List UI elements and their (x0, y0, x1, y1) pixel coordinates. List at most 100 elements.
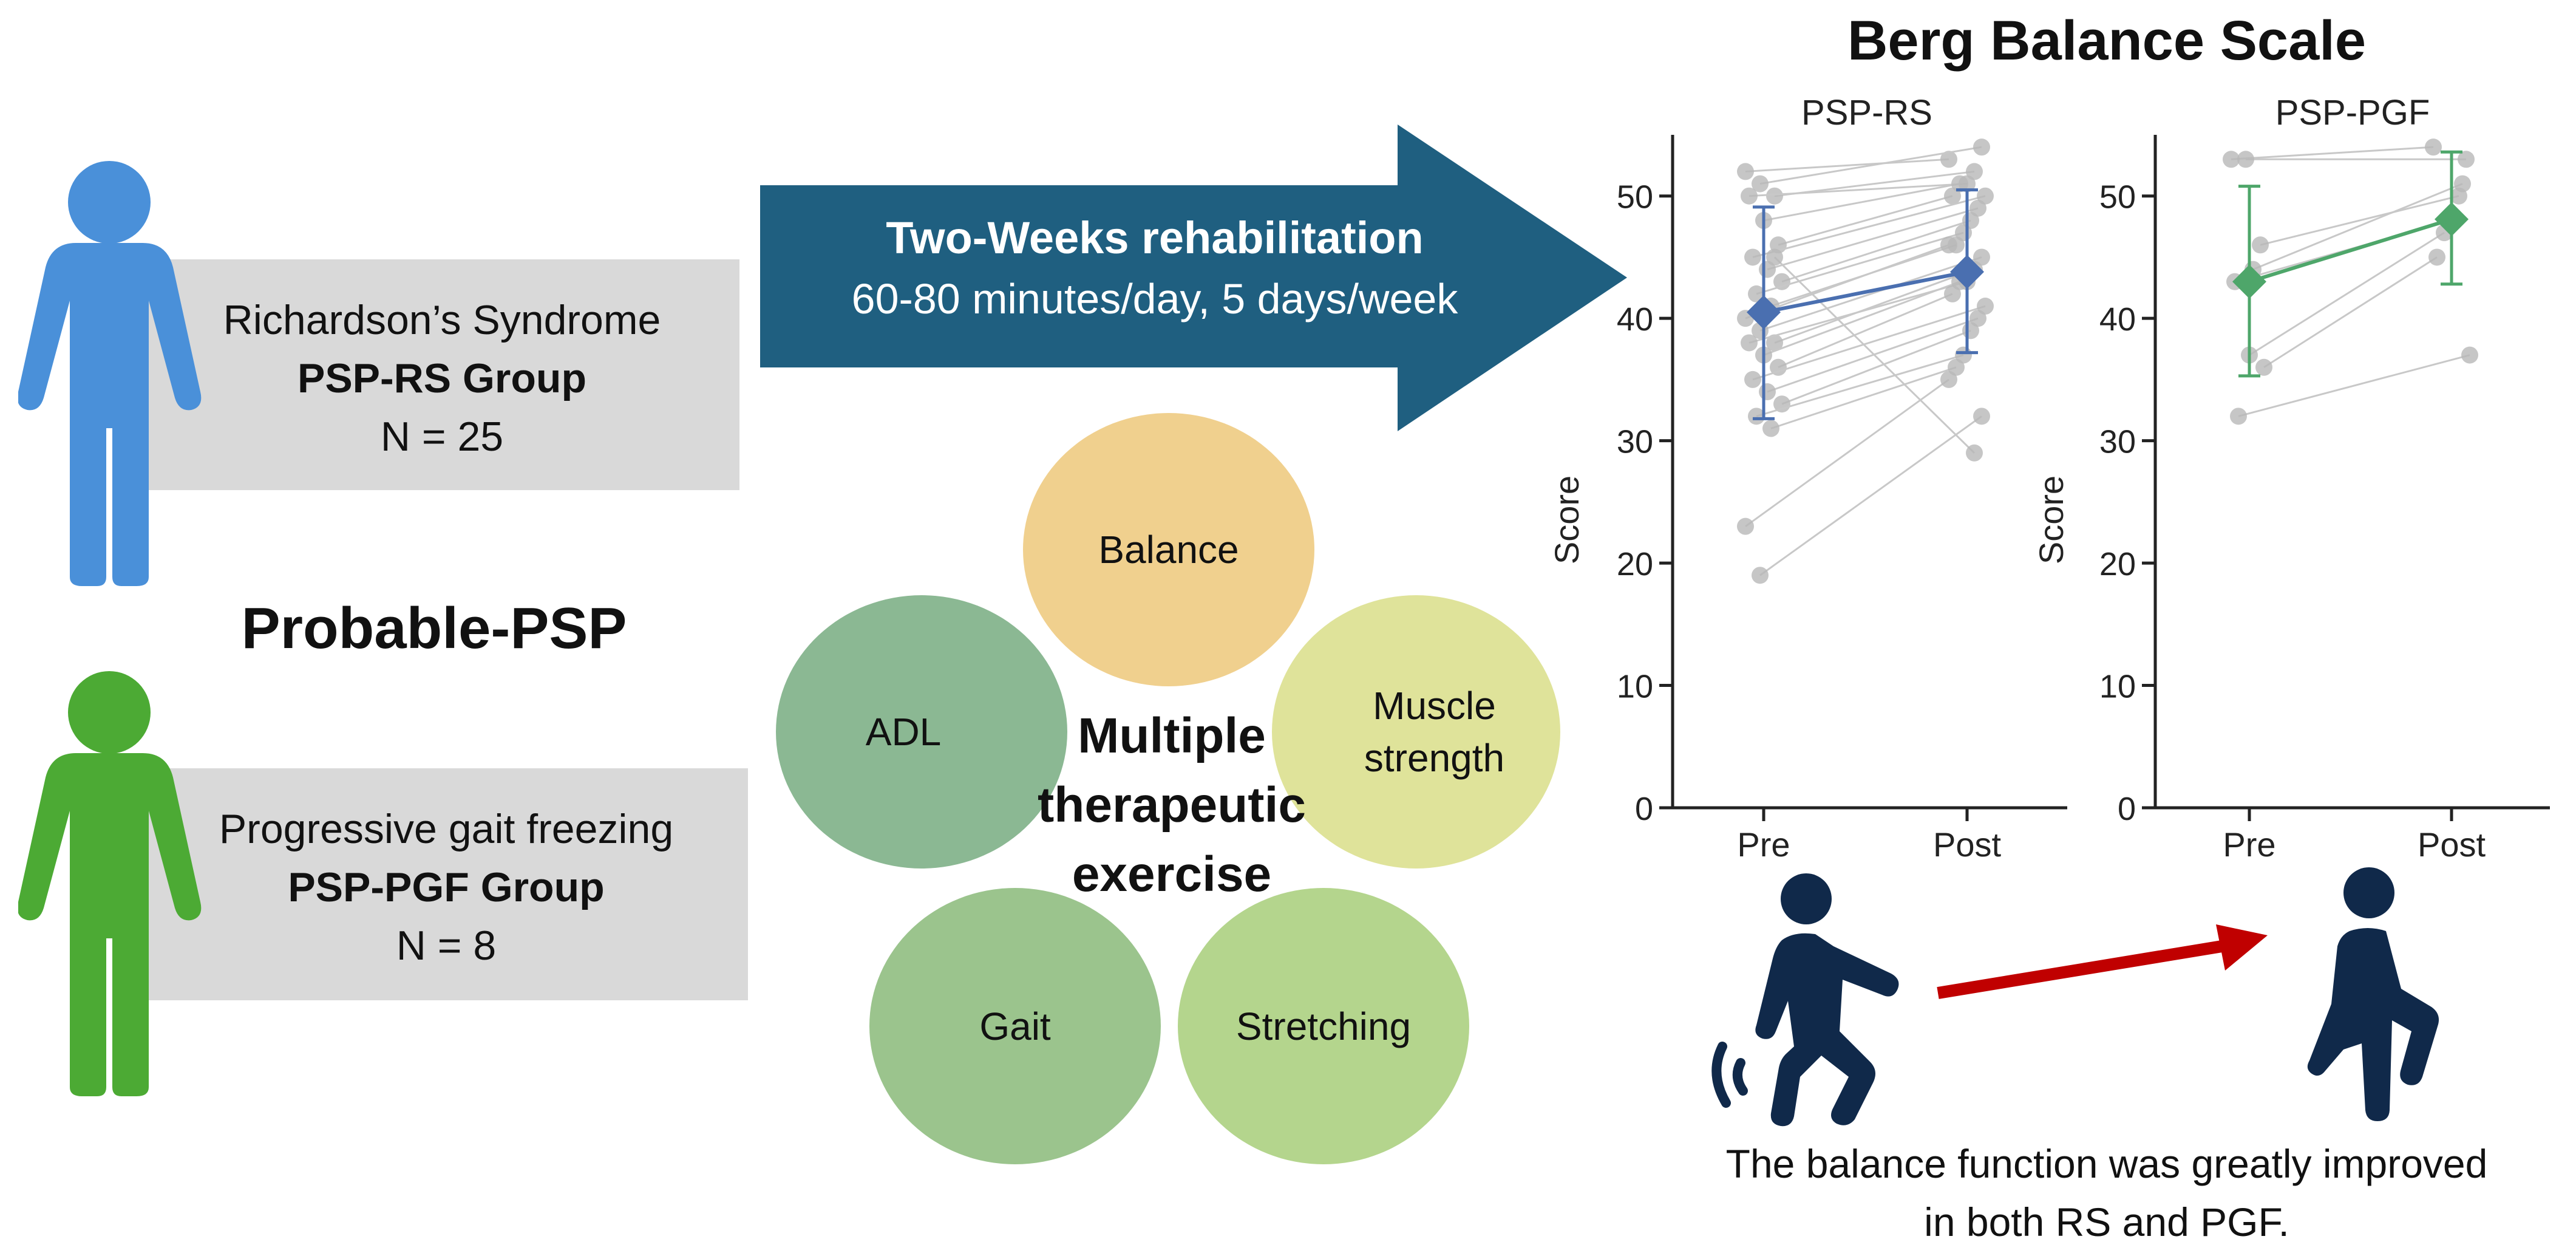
gait-label: Gait (979, 1004, 1051, 1048)
rs-subject-line (1745, 244, 1949, 319)
blue-person-icon (18, 161, 202, 586)
stretching-circle: Stretching (1178, 888, 1469, 1164)
rs-y-tick-label: 20 (1617, 546, 1653, 582)
wobbling-person-icon (1711, 873, 1899, 1127)
rs-subject-dot (1741, 187, 1758, 205)
pgf-y-tick-label: 0 (2118, 791, 2136, 827)
psp-pgf-count: N = 8 (396, 923, 497, 969)
psp-rs-group-label: PSP-RS Group (297, 355, 587, 401)
rs-mean-marker (1747, 295, 1781, 330)
pgf-subject-dot (2428, 248, 2445, 266)
adl-circle: ADL (776, 595, 1067, 869)
rs-y-tick-label: 0 (1635, 791, 1653, 827)
rs-y-tick-label: 30 (1617, 424, 1653, 460)
rs-subject-dot (1940, 236, 1957, 254)
adl-label: ADL (865, 710, 942, 754)
rs-subject-line (1752, 195, 1986, 258)
rs-subject-line (1756, 231, 1964, 295)
rehabilitation-title: Two-Weeks rehabilitation (886, 213, 1424, 263)
rs-subject-dot (1752, 175, 1769, 193)
pgf-subject-line (2260, 195, 2459, 246)
rs-subject-line (1778, 293, 1953, 369)
pgf-y-axis-label: Score (2032, 476, 2070, 564)
pgf-y-tick-label: 40 (2099, 301, 2136, 338)
rs-subject-line (1774, 268, 1975, 344)
psp-rs-count: N = 25 (380, 414, 504, 460)
rs-y-tick-label: 10 (1617, 669, 1653, 705)
rs-subject-dot (1966, 444, 1983, 462)
rs-y-tick-label: 40 (1617, 301, 1653, 338)
pgf-subject-line (2263, 256, 2438, 369)
rs-subject-dot (1770, 358, 1787, 376)
rs-subject-dot (1748, 408, 1765, 425)
rs-subject-dot (1766, 187, 1783, 205)
rs-subject-line (1745, 378, 1949, 527)
rs-subject-dot (1944, 187, 1961, 205)
pgf-subject-dot (2255, 358, 2272, 376)
rs-subject-line (1781, 219, 1971, 283)
rs-subject-line (1763, 281, 1960, 357)
muscle-strength-label: Muscle strength (1364, 684, 1505, 780)
standing-person-icon (2307, 867, 2439, 1121)
pgf-x-tick-label: Pre (2223, 825, 2275, 864)
rs-subject-dot (1973, 408, 1990, 425)
psp-pgf-type-label: Progressive gait freezing (219, 806, 674, 852)
rs-subject-dot (1766, 248, 1783, 266)
rs-subject-line (1778, 195, 1953, 246)
pgf-subject-line (2252, 183, 2463, 270)
rs-subject-dot (1741, 334, 1758, 352)
pgf-subject-line (2249, 231, 2445, 356)
pgf-y-tick-label: 20 (2099, 546, 2136, 582)
gait-circle: Gait (869, 888, 1161, 1164)
pgf-subject-dot (2230, 408, 2247, 425)
pgf-mean-marker (2232, 264, 2266, 299)
rs-subject-line (1745, 158, 1949, 172)
pgf-mean-marker (2435, 202, 2469, 237)
rs-subject-dot (1940, 151, 1957, 168)
rs-panel-title: PSP-RS (1801, 93, 1932, 132)
rs-subject-dot (1752, 567, 1769, 584)
rs-subject-line (1763, 183, 1960, 222)
rs-subject-dot (1744, 248, 1761, 266)
pgf-subject-dot (2237, 151, 2254, 168)
rs-y-tick-label: 50 (1617, 179, 1653, 216)
rs-subject-dot (1973, 248, 1990, 266)
rs-subject-dot (1737, 517, 1754, 535)
improvement-arrow (1937, 924, 2268, 999)
pgf-panel-title: PSP-PGF (2275, 93, 2430, 132)
rs-subject-dot (1759, 383, 1776, 401)
rs-subject-dot (1748, 285, 1765, 302)
conclusion-text: The balance function was greatly improve… (1725, 1141, 2488, 1244)
pgf-subject-line (2238, 354, 2470, 417)
rs-subject-line (1767, 207, 1979, 271)
multiple-therapeutic-exercise-label: Multiple therapeutic exercise (1038, 708, 1306, 902)
pgf-subject-dot (2223, 151, 2240, 168)
rs-subject-dot (1969, 310, 1986, 327)
psp-rs-syndrome-label: Richardson’s Syndrome (223, 297, 661, 343)
pgf-subject-dot (2252, 236, 2269, 254)
pgf-x-tick-label: Post (2418, 825, 2486, 864)
balance-label: Balance (1098, 528, 1239, 572)
probable-psp-title: Probable-PSP (241, 596, 627, 661)
rs-subject-dot (1744, 370, 1761, 388)
pgf-subject-dot (2454, 175, 2471, 193)
rs-subject-dot (1962, 322, 1979, 340)
rs-subject-line (1752, 305, 1986, 381)
pgf-y-tick-label: 10 (2099, 669, 2136, 705)
pgf-y-tick-label: 50 (2099, 179, 2136, 216)
rehabilitation-arrow-text: Two-Weeks rehabilitation 60-80 minutes/d… (766, 208, 1543, 329)
green-person-icon (18, 671, 202, 1096)
psp-pgf-group-box: Progressive gait freezing PSP-PGF Group … (144, 768, 748, 1000)
muscle-strength-circle: Muscle strength (1272, 595, 1560, 869)
rs-subject-line (1759, 415, 1982, 576)
rs-subject-dot (1737, 163, 1754, 180)
rs-subject-dot (1762, 420, 1779, 437)
rs-subject-dot (1951, 175, 1968, 193)
rs-y-axis-label: Score (1548, 476, 1586, 564)
rs-x-tick-label: Pre (1737, 825, 1790, 864)
rs-subject-line (1756, 354, 1964, 417)
rs-subject-line (1767, 317, 1979, 393)
rs-mean-marker (1950, 254, 1984, 289)
rs-subject-dot (1948, 358, 1965, 376)
